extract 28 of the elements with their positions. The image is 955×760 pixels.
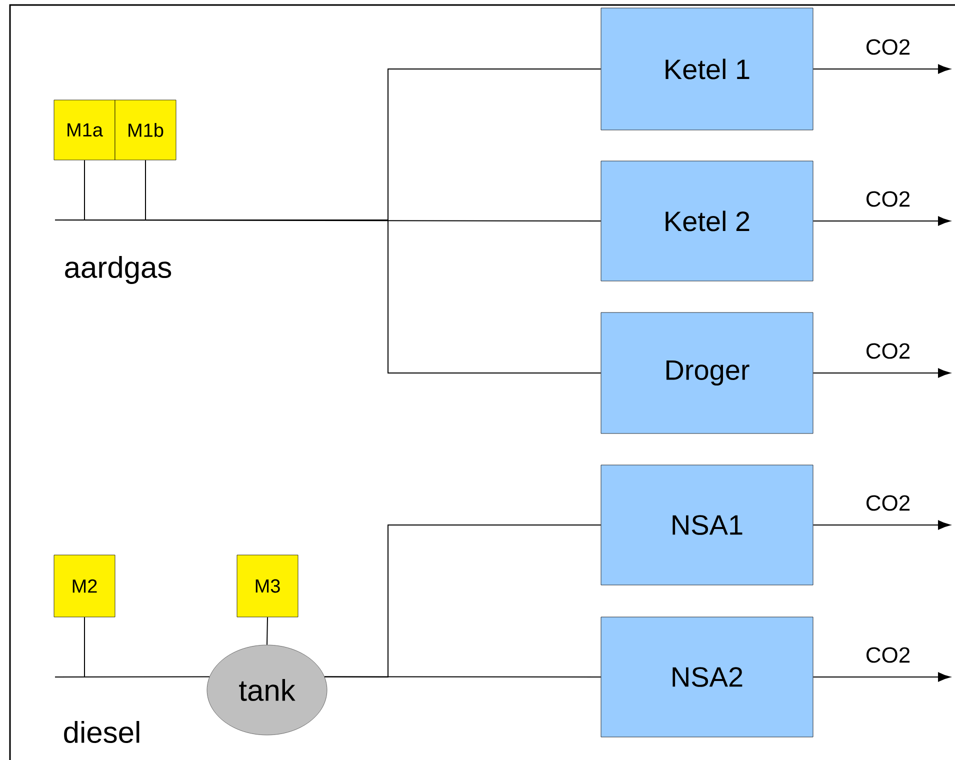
arrow xyxy=(812,520,950,530)
process-box: NSA2 xyxy=(600,616,814,738)
meter-box: M1b xyxy=(114,100,176,160)
meter-line xyxy=(84,616,85,678)
edge-label: CO2 xyxy=(866,39,910,55)
process-box: Ketel 1 xyxy=(600,8,814,130)
meter-box: M1a xyxy=(54,100,116,160)
edge-label: CO2 xyxy=(866,191,910,207)
pipe-label: diesel xyxy=(64,720,140,744)
pipe-line xyxy=(54,220,602,374)
arrow xyxy=(812,672,950,682)
meter-box: M2 xyxy=(54,554,116,618)
pipe-label: aardgas xyxy=(65,256,172,284)
meter-line xyxy=(145,160,146,220)
process-box: Ketel 2 xyxy=(600,160,814,282)
arrow xyxy=(812,64,950,74)
meter-box: M3 xyxy=(236,554,298,618)
process-box: Droger xyxy=(600,312,814,434)
meter-line xyxy=(84,160,85,220)
meter-line xyxy=(266,616,268,646)
edge-label: CO2 xyxy=(866,495,910,511)
process-box: NSA1 xyxy=(600,464,814,586)
edge-label: CO2 xyxy=(866,343,910,359)
arrow xyxy=(812,216,950,226)
pipe-line xyxy=(54,676,210,678)
edge-label: CO2 xyxy=(866,647,910,663)
arrow xyxy=(812,368,950,378)
pipe-line xyxy=(324,676,602,678)
